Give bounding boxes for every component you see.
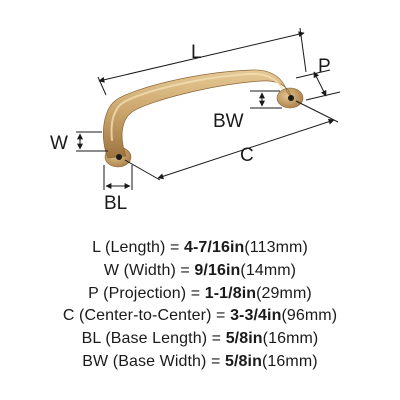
spec-row: W (Width) = 9/16in(14mm): [0, 260, 400, 283]
cabinet-pull-handle: [103, 69, 304, 168]
spec-value: 5/8in: [225, 352, 262, 370]
spec-metric: (29mm): [256, 284, 312, 302]
spec-row: C (Center-to-Center) = 3-3/4in(96mm): [0, 305, 400, 328]
label-W: W: [50, 133, 68, 154]
base-length-dimension: [103, 165, 133, 190]
left-base-center: [116, 154, 122, 160]
spec-name: P (Projection) =: [88, 284, 205, 302]
spec-row: BL (Base Length) = 5/8in(16mm): [0, 328, 400, 351]
spec-value: 4-7/16in: [183, 239, 245, 256]
handle-dimension-diagram: L P W BW C BL: [50, 27, 341, 214]
spec-metric: (16mm): [261, 352, 318, 370]
label-BL: BL: [104, 193, 127, 214]
spec-value: 9/16in: [194, 261, 241, 279]
label-C: C: [240, 145, 254, 166]
label-P: P: [318, 56, 331, 77]
label-L: L: [191, 42, 202, 63]
handle-bow: [103, 69, 293, 159]
spec-value: 1-1/8in: [204, 284, 257, 302]
spec-row: BW (Base Width) = 5/8in(16mm): [0, 351, 400, 374]
dimension-specs-list: L (Length) = 4-7/16in(113mm)W (Width) = …: [0, 237, 400, 374]
label-BW: BW: [213, 111, 244, 132]
projection-dimension: [295, 69, 341, 101]
spec-name: BL (Base Length) =: [81, 330, 226, 348]
base-width-dimension: [250, 90, 282, 109]
spec-row: L (Length) = 4-7/16in(113mm): [0, 237, 400, 260]
spec-name: W (Width) =: [103, 261, 195, 279]
spec-metric: (14mm): [240, 261, 297, 279]
spec-metric: (96mm): [281, 307, 338, 325]
spec-row: P (Projection) = 1-1/8in(29mm): [0, 283, 400, 306]
spec-metric: (113mm): [244, 239, 308, 256]
spec-name: BW (Base Width) =: [82, 352, 226, 370]
right-base-center: [288, 95, 294, 101]
width-dimension: [76, 131, 108, 152]
spec-name: L (Length) =: [92, 239, 184, 256]
spec-name: C (Center-to-Center) =: [62, 307, 231, 325]
spec-metric: (16mm): [262, 330, 319, 348]
spec-value: 3-3/4in: [230, 307, 282, 325]
center-to-center-dimension: [124, 100, 339, 181]
spec-value: 5/8in: [225, 330, 263, 348]
length-dimension: [97, 27, 307, 96]
